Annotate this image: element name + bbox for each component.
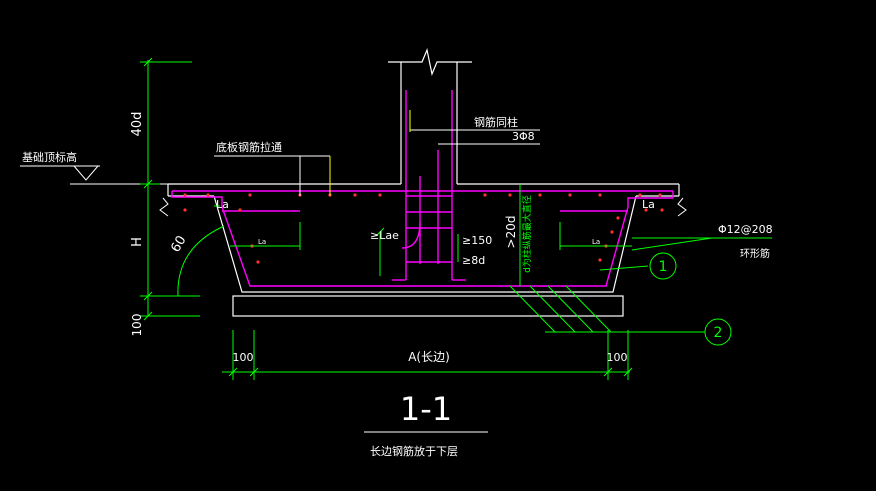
column-rebar-label: 钢筋同柱: [474, 115, 518, 129]
elevation-marker: [20, 165, 168, 185]
dim-a-label: A(长边): [408, 350, 450, 364]
dim-100-vertical-label: 100: [130, 314, 144, 337]
dim-100-bottom-right-label: 100: [607, 351, 628, 364]
foundation-top-elevation-label: 基础顶标高: [22, 150, 77, 164]
rebar-lines: [171, 90, 674, 287]
min-150-label: ≥150: [462, 234, 492, 247]
la-right-small-label: La: [592, 238, 600, 246]
la-right-label: La: [642, 198, 655, 211]
d-note-label: d为柱纵筋最大直径: [521, 195, 533, 273]
section-caption: 长边钢筋放于下层: [370, 444, 458, 458]
la-left-small-label: La: [258, 238, 266, 246]
concrete-outline: [167, 47, 680, 317]
callout-2-label: 2: [714, 325, 723, 341]
min-8d-label: ≥8d: [462, 254, 485, 267]
yellow-leader: [329, 110, 411, 196]
ring-rebar-spec-label: Φ12@208: [718, 223, 773, 236]
dim-100-bottom-left-label: 100: [233, 351, 254, 364]
dim-40d-label: 40d: [130, 112, 145, 137]
callout-1-label: 1: [659, 259, 668, 275]
rebar-section-dots: [183, 193, 664, 264]
ring-rebar-label: 环形筋: [740, 247, 770, 260]
angle-60-label: 60: [168, 233, 189, 255]
dim-h-label: H: [130, 237, 145, 247]
min-20d-label: >20d: [504, 216, 518, 249]
break-symbols: [159, 197, 687, 217]
stirrup-count-label: 3Φ8: [512, 130, 535, 143]
lae-label: ≥Lae: [370, 229, 399, 242]
note-leaders: [214, 129, 540, 196]
bottom-plate-rebar-label: 底板钢筋拉通: [216, 140, 282, 154]
dimension-lines: [140, 57, 772, 380]
la-left-label: La: [216, 198, 229, 211]
section-title: 1-1: [400, 390, 452, 428]
